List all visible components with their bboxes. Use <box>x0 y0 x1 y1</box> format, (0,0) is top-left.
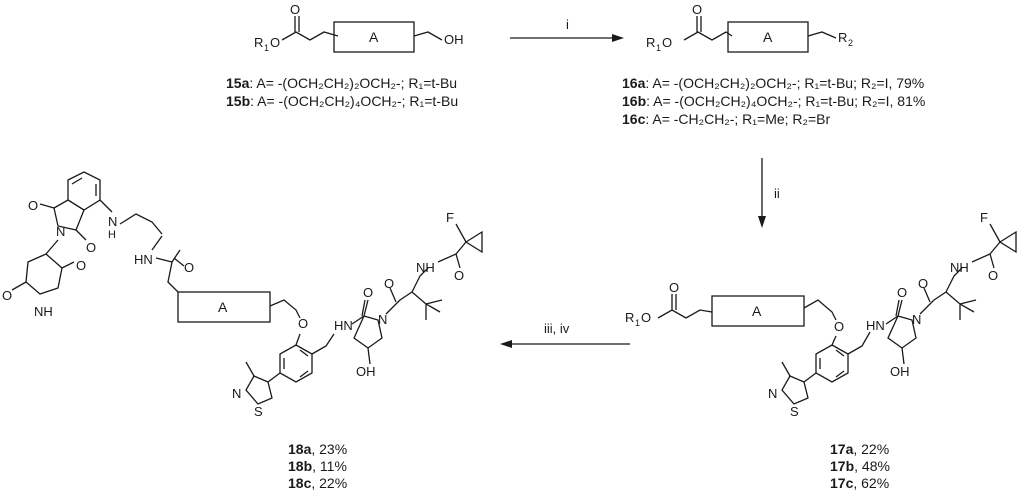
atom-nh: NH <box>950 260 969 275</box>
label-text: : A= -(OCH₂CH₂)₄OCH₂-; R₁=t-Bu <box>250 93 458 109</box>
atom-s-thiazole: S <box>254 404 263 419</box>
atom-o-amide: O <box>897 285 907 300</box>
atom-n-pyrrolidine: N <box>378 312 387 327</box>
label-id: 16a <box>622 75 646 91</box>
step-ii-label: ii <box>774 186 780 201</box>
atom-o-ester: O <box>641 310 651 325</box>
atom-o-linker-amide: O <box>184 260 194 275</box>
label-id: 16c <box>622 111 646 127</box>
label-id: 18c <box>288 475 312 490</box>
label-text: , 62% <box>853 475 889 490</box>
atom-o-glut-1: O <box>2 288 12 303</box>
atom-r1-sub: 1 <box>656 43 661 53</box>
atom-nh-glut: NH <box>34 304 53 319</box>
atom-o-ether: O <box>298 316 308 331</box>
compound-15-structure: O R 1 O A OH <box>254 2 464 53</box>
label-text: , 23% <box>311 441 347 457</box>
label-id: 17a <box>830 441 854 457</box>
atom-oh: OH <box>444 32 464 47</box>
atom-r2-sub: 2 <box>848 38 853 48</box>
atom-n-imide: N <box>56 224 65 239</box>
box-a-label: A <box>218 299 228 315</box>
label-text: : A= -CH₂CH₂-; R₁=Me; R₂=Br <box>645 111 830 127</box>
label-id: 15b <box>226 93 250 109</box>
compound-16-structure: O R 1 O A R 2 <box>646 2 853 53</box>
box-a-label: A <box>752 303 762 319</box>
label-text: , 48% <box>854 458 890 474</box>
atom-o-imide-2: O <box>86 240 96 255</box>
arrow-step-ii: ii <box>758 158 780 228</box>
labels-16: 16a: A= -(OCH₂CH₂)₂OCH₂-; R₁=t-Bu; R₂=I,… <box>622 75 925 127</box>
label-id: 15a <box>226 75 250 91</box>
atom-oh: OH <box>890 364 910 379</box>
atom-o-ester: O <box>270 35 280 50</box>
svg-text:17c, 62%: 17c, 62% <box>830 475 889 490</box>
label-text: , 11% <box>312 458 347 474</box>
atom-o-cp-amide: O <box>454 268 464 283</box>
atom-oh: OH <box>356 364 376 379</box>
box-a-label: A <box>763 29 773 45</box>
label-id: 18a <box>288 441 312 457</box>
atom-n-pyrrolidine: N <box>912 312 921 327</box>
yields-17: 17a, 22% 17b, 48% 17c, 62% <box>830 441 890 490</box>
atom-o-carbonyl: O <box>692 2 702 17</box>
yields-18: 18a, 23% 18b, 11% 18c, 22% <box>288 441 347 490</box>
atom-n-thiazole: N <box>768 386 777 401</box>
atom-nh: NH <box>416 260 435 275</box>
atom-r1: R <box>646 35 655 50</box>
atom-o-acyl: O <box>384 276 394 291</box>
svg-text:17a, 22%: 17a, 22% <box>830 441 889 457</box>
step-iii-iv-label: iii, iv <box>544 321 570 336</box>
label-id: 17c <box>830 475 854 490</box>
label-id: 16b <box>622 93 646 109</box>
svg-text:15a: A= -(OCH₂CH₂)₂OCH₂-; R₁=t: 15a: A= -(OCH₂CH₂)₂OCH₂-; R₁=t-Bu <box>226 75 457 91</box>
atom-hn-amide: HN <box>334 318 353 333</box>
atom-o-acyl: O <box>918 276 928 291</box>
atom-o-ether: O <box>834 319 844 334</box>
label-text: , 22% <box>853 441 889 457</box>
svg-text:17b, 48%: 17b, 48% <box>830 458 890 474</box>
arrow-step-i: i <box>510 17 624 42</box>
atom-o-carbonyl: O <box>290 2 300 17</box>
svg-text:18b, 11%: 18b, 11% <box>288 458 347 474</box>
svg-text:18a, 23%: 18a, 23% <box>288 441 347 457</box>
atom-hn-linker: HN <box>134 252 153 267</box>
box-a-label: A <box>369 29 379 45</box>
atom-o-glut-2: O <box>76 258 86 273</box>
label-text: : A= -(OCH₂CH₂)₂OCH₂-; R₁=t-Bu <box>249 75 457 91</box>
atom-o-imide-1: O <box>28 198 38 213</box>
svg-text:16a: A= -(OCH₂CH₂)₂OCH₂-; R₁=t: 16a: A= -(OCH₂CH₂)₂OCH₂-; R₁=t-Bu; R₂=I,… <box>622 75 924 91</box>
atom-o-carbonyl: O <box>669 280 679 295</box>
atom-r2: R <box>838 30 847 45</box>
atom-n-thiazole: N <box>232 386 241 401</box>
svg-text:16c: A= -CH₂CH₂-; R₁=Me; R₂=Br: 16c: A= -CH₂CH₂-; R₁=Me; R₂=Br <box>622 111 830 127</box>
svg-text:15b: A= -(OCH₂CH₂)₄OCH₂-; R₁=t: 15b: A= -(OCH₂CH₂)₄OCH₂-; R₁=t-Bu <box>226 93 458 109</box>
atom-r1: R <box>254 35 263 50</box>
atom-hn-amide: HN <box>866 318 885 333</box>
atom-f: F <box>980 210 988 225</box>
label-id: 18b <box>288 458 312 474</box>
atom-h-aniline: H <box>108 229 116 241</box>
atom-r1-sub: 1 <box>635 318 640 328</box>
svg-text:16b: A= -(OCH₂CH₂)₄OCH₂-; R₁=t: 16b: A= -(OCH₂CH₂)₄OCH₂-; R₁=t-Bu; R₂=I,… <box>622 93 925 109</box>
svg-text:18c, 22%: 18c, 22% <box>288 475 347 490</box>
compound-18-structure: O O N N H HN O O NH O A O HN <box>2 171 483 419</box>
atom-r1: R <box>625 310 634 325</box>
label-text: , 22% <box>311 475 347 490</box>
labels-15: 15a: A= -(OCH₂CH₂)₂OCH₂-; R₁=t-Bu 15b: A… <box>226 75 458 109</box>
atom-r1-sub: 1 <box>264 43 269 53</box>
atom-o-ester: O <box>662 35 672 50</box>
step-i-label: i <box>566 17 569 32</box>
atom-f: F <box>446 210 454 225</box>
atom-o-amide: O <box>363 285 373 300</box>
label-id: 17b <box>830 458 854 474</box>
arrow-step-iii-iv: iii, iv <box>500 321 630 348</box>
compound-17-structure: O R 1 O A O HN O N OH O NH <box>625 210 1017 419</box>
atom-o-cp-amide: O <box>988 268 998 283</box>
atom-s-thiazole: S <box>790 404 799 419</box>
label-text: : A= -(OCH₂CH₂)₂OCH₂-; R₁=t-Bu; R₂=I, 79… <box>645 75 924 91</box>
label-text: : A= -(OCH₂CH₂)₄OCH₂-; R₁=t-Bu; R₂=I, 81… <box>646 93 925 109</box>
atom-n-aniline: N <box>108 214 117 229</box>
